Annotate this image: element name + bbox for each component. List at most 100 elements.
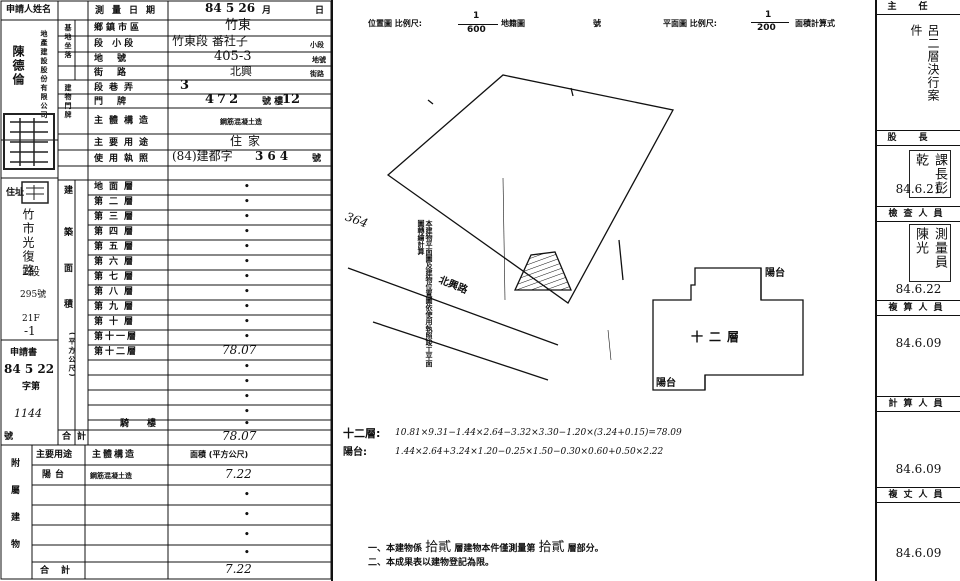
survey-date-value: 84 5 26 xyxy=(205,1,256,15)
attached-use: 陽台 xyxy=(42,470,69,480)
survey-date-label: 測量日期 xyxy=(95,6,164,16)
floor-area: • xyxy=(244,317,250,327)
floors-group-4: 積 xyxy=(64,300,74,310)
lane-label: 段巷弄 xyxy=(94,83,140,93)
floor-plan xyxy=(652,267,804,391)
plan-scale-den: 200 xyxy=(757,23,776,33)
head-date: 84.6.21 xyxy=(895,182,942,196)
recalc-date: 84.6.09 xyxy=(895,336,942,350)
floor-area: • xyxy=(244,227,250,237)
location-title: 位置圖 比例尺: xyxy=(368,19,422,28)
section-label: 段 小段 xyxy=(94,39,137,49)
attached-total-label: 合計 xyxy=(40,566,83,576)
address-suffix: -1 xyxy=(24,324,36,338)
floor-plan-outline xyxy=(652,267,804,391)
permit-label: 使用執照 xyxy=(94,154,155,164)
floor-area: • xyxy=(244,302,250,312)
floor-area: • xyxy=(244,257,250,267)
balcony-1-label: 陽台 xyxy=(765,268,785,279)
attached-header-structure: 主體構造 xyxy=(92,450,137,460)
calc-date: 84.6.09 xyxy=(895,462,942,476)
township-value: 竹東 xyxy=(225,18,252,33)
building-door-label: 建物門牌 xyxy=(64,84,72,120)
permit-value: (84)建都字 xyxy=(172,149,233,163)
left-form-panel: 申請人姓名 地產建設股份有限公司 陳德倫 住址 竹市光復路 2段 295號 21… xyxy=(0,0,333,581)
street-label: 街路 xyxy=(94,68,141,78)
floor-area: • xyxy=(244,392,250,402)
permit-suffix: 號 xyxy=(312,154,322,164)
plan-title: 平面圖 比例尺: xyxy=(663,19,717,28)
attached-area: • xyxy=(244,490,250,500)
floor-area: • xyxy=(244,332,250,342)
parcel-label: 地號 xyxy=(94,54,141,64)
door-label: 門牌 xyxy=(94,97,141,107)
floor-area: • xyxy=(244,212,250,222)
floors-group-1: 建 xyxy=(64,186,74,196)
plan-scale-num: 1 xyxy=(765,10,772,20)
attached-side-label: 附屬建物 xyxy=(9,458,19,566)
formula-2-label: 陽台: xyxy=(343,447,367,458)
door-value: 472 xyxy=(205,92,242,107)
note-1-mid: 層建物本件僅測量第 xyxy=(454,544,536,554)
location-suffix: 地籍圖 xyxy=(501,19,525,28)
note-1-count-a: 拾貳 xyxy=(425,540,452,555)
structure-label: 主體構造 xyxy=(94,116,155,126)
floor-name: 第三層 xyxy=(94,212,140,222)
applicant-company: 地產建設股份有限公司 xyxy=(40,30,48,120)
floors-group-3: 面 xyxy=(64,264,74,274)
attached-header-area: 面積 (平方公尺) xyxy=(190,450,249,459)
floor-area: • xyxy=(244,362,250,372)
structure-value: 鋼筋混凝土造 xyxy=(220,118,262,126)
note-2: 二、本成果表以建物登記為限。 xyxy=(368,558,495,568)
plan-floor-label: 十二層 xyxy=(691,330,746,344)
form-grid-lines xyxy=(0,0,332,580)
floor-name: 第十一層 xyxy=(94,332,139,342)
address-number: 295號 xyxy=(20,290,47,300)
inspector-date: 84.6.22 xyxy=(895,282,942,296)
attached-structure: 鋼筋混凝土造 xyxy=(90,472,132,480)
drawing-canvas xyxy=(347,74,804,391)
note-1-count-b: 拾貳 xyxy=(538,540,565,555)
door-floor: 12 xyxy=(282,92,301,107)
floors-total-value: 78.07 xyxy=(222,429,257,443)
applicant-person: 陳德倫 xyxy=(11,45,25,87)
chief-stamp: 呂二層決行案件 xyxy=(909,24,940,102)
plan-suffix: 面積計算式 xyxy=(795,19,835,28)
lane-value: 3 xyxy=(180,78,190,93)
permit-number: 364 xyxy=(255,149,293,163)
balcony-2-label: 陽台 xyxy=(656,378,676,389)
inspector-label: 檢查人員 xyxy=(877,206,960,222)
chief-label: 主任 xyxy=(877,0,960,15)
note-1-prefix: 一、本建物係 xyxy=(368,544,423,554)
floor-area: • xyxy=(244,197,250,207)
use-label: 主要用途 xyxy=(94,138,155,148)
drawing-note-vertical: 本建物平面圖及建物位置圖依使用執照竣工平面圖轉繪計算 xyxy=(417,220,433,367)
floor-name: 第四層 xyxy=(94,227,140,237)
attached-total-value: 7.22 xyxy=(225,562,252,576)
floor-area: • xyxy=(244,272,250,282)
formula-1: 10.81×9.31−1.44×2.64−3.32×3.30−1.20×(3.2… xyxy=(395,428,682,438)
approval-column: 主任 呂二層決行案件 股長 課長彭乾 84.6.21 檢查人員 測量員陳光 84… xyxy=(875,0,960,581)
floor-name: 第九層 xyxy=(94,302,140,312)
floor-name: 第十層 xyxy=(94,317,140,327)
apply-number: 1144 xyxy=(14,407,42,420)
attached-area: • xyxy=(244,530,250,540)
attached-area: 7.22 xyxy=(225,467,252,481)
formula-1-label: 十二層: xyxy=(343,427,381,440)
head-label: 股長 xyxy=(877,130,960,146)
street-value: 北興 xyxy=(230,65,252,78)
location-map xyxy=(347,74,674,381)
location-scale-num: 1 xyxy=(473,11,480,21)
floor-area: • xyxy=(244,407,250,417)
floor-area: • xyxy=(244,419,250,429)
apply-num-label: 字第 xyxy=(22,382,41,392)
floors-group-2: 築 xyxy=(64,228,74,238)
floor-name: 第八層 xyxy=(94,287,140,297)
township-label: 鄉鎮市區 xyxy=(94,23,143,33)
survey-date-day: 日 xyxy=(315,6,325,16)
floor-area: • xyxy=(244,287,250,297)
street-suffix: 街路 xyxy=(310,70,324,78)
apply-num-suffix: 號 xyxy=(4,432,14,442)
attached-header-use: 主要用途 xyxy=(36,450,73,460)
